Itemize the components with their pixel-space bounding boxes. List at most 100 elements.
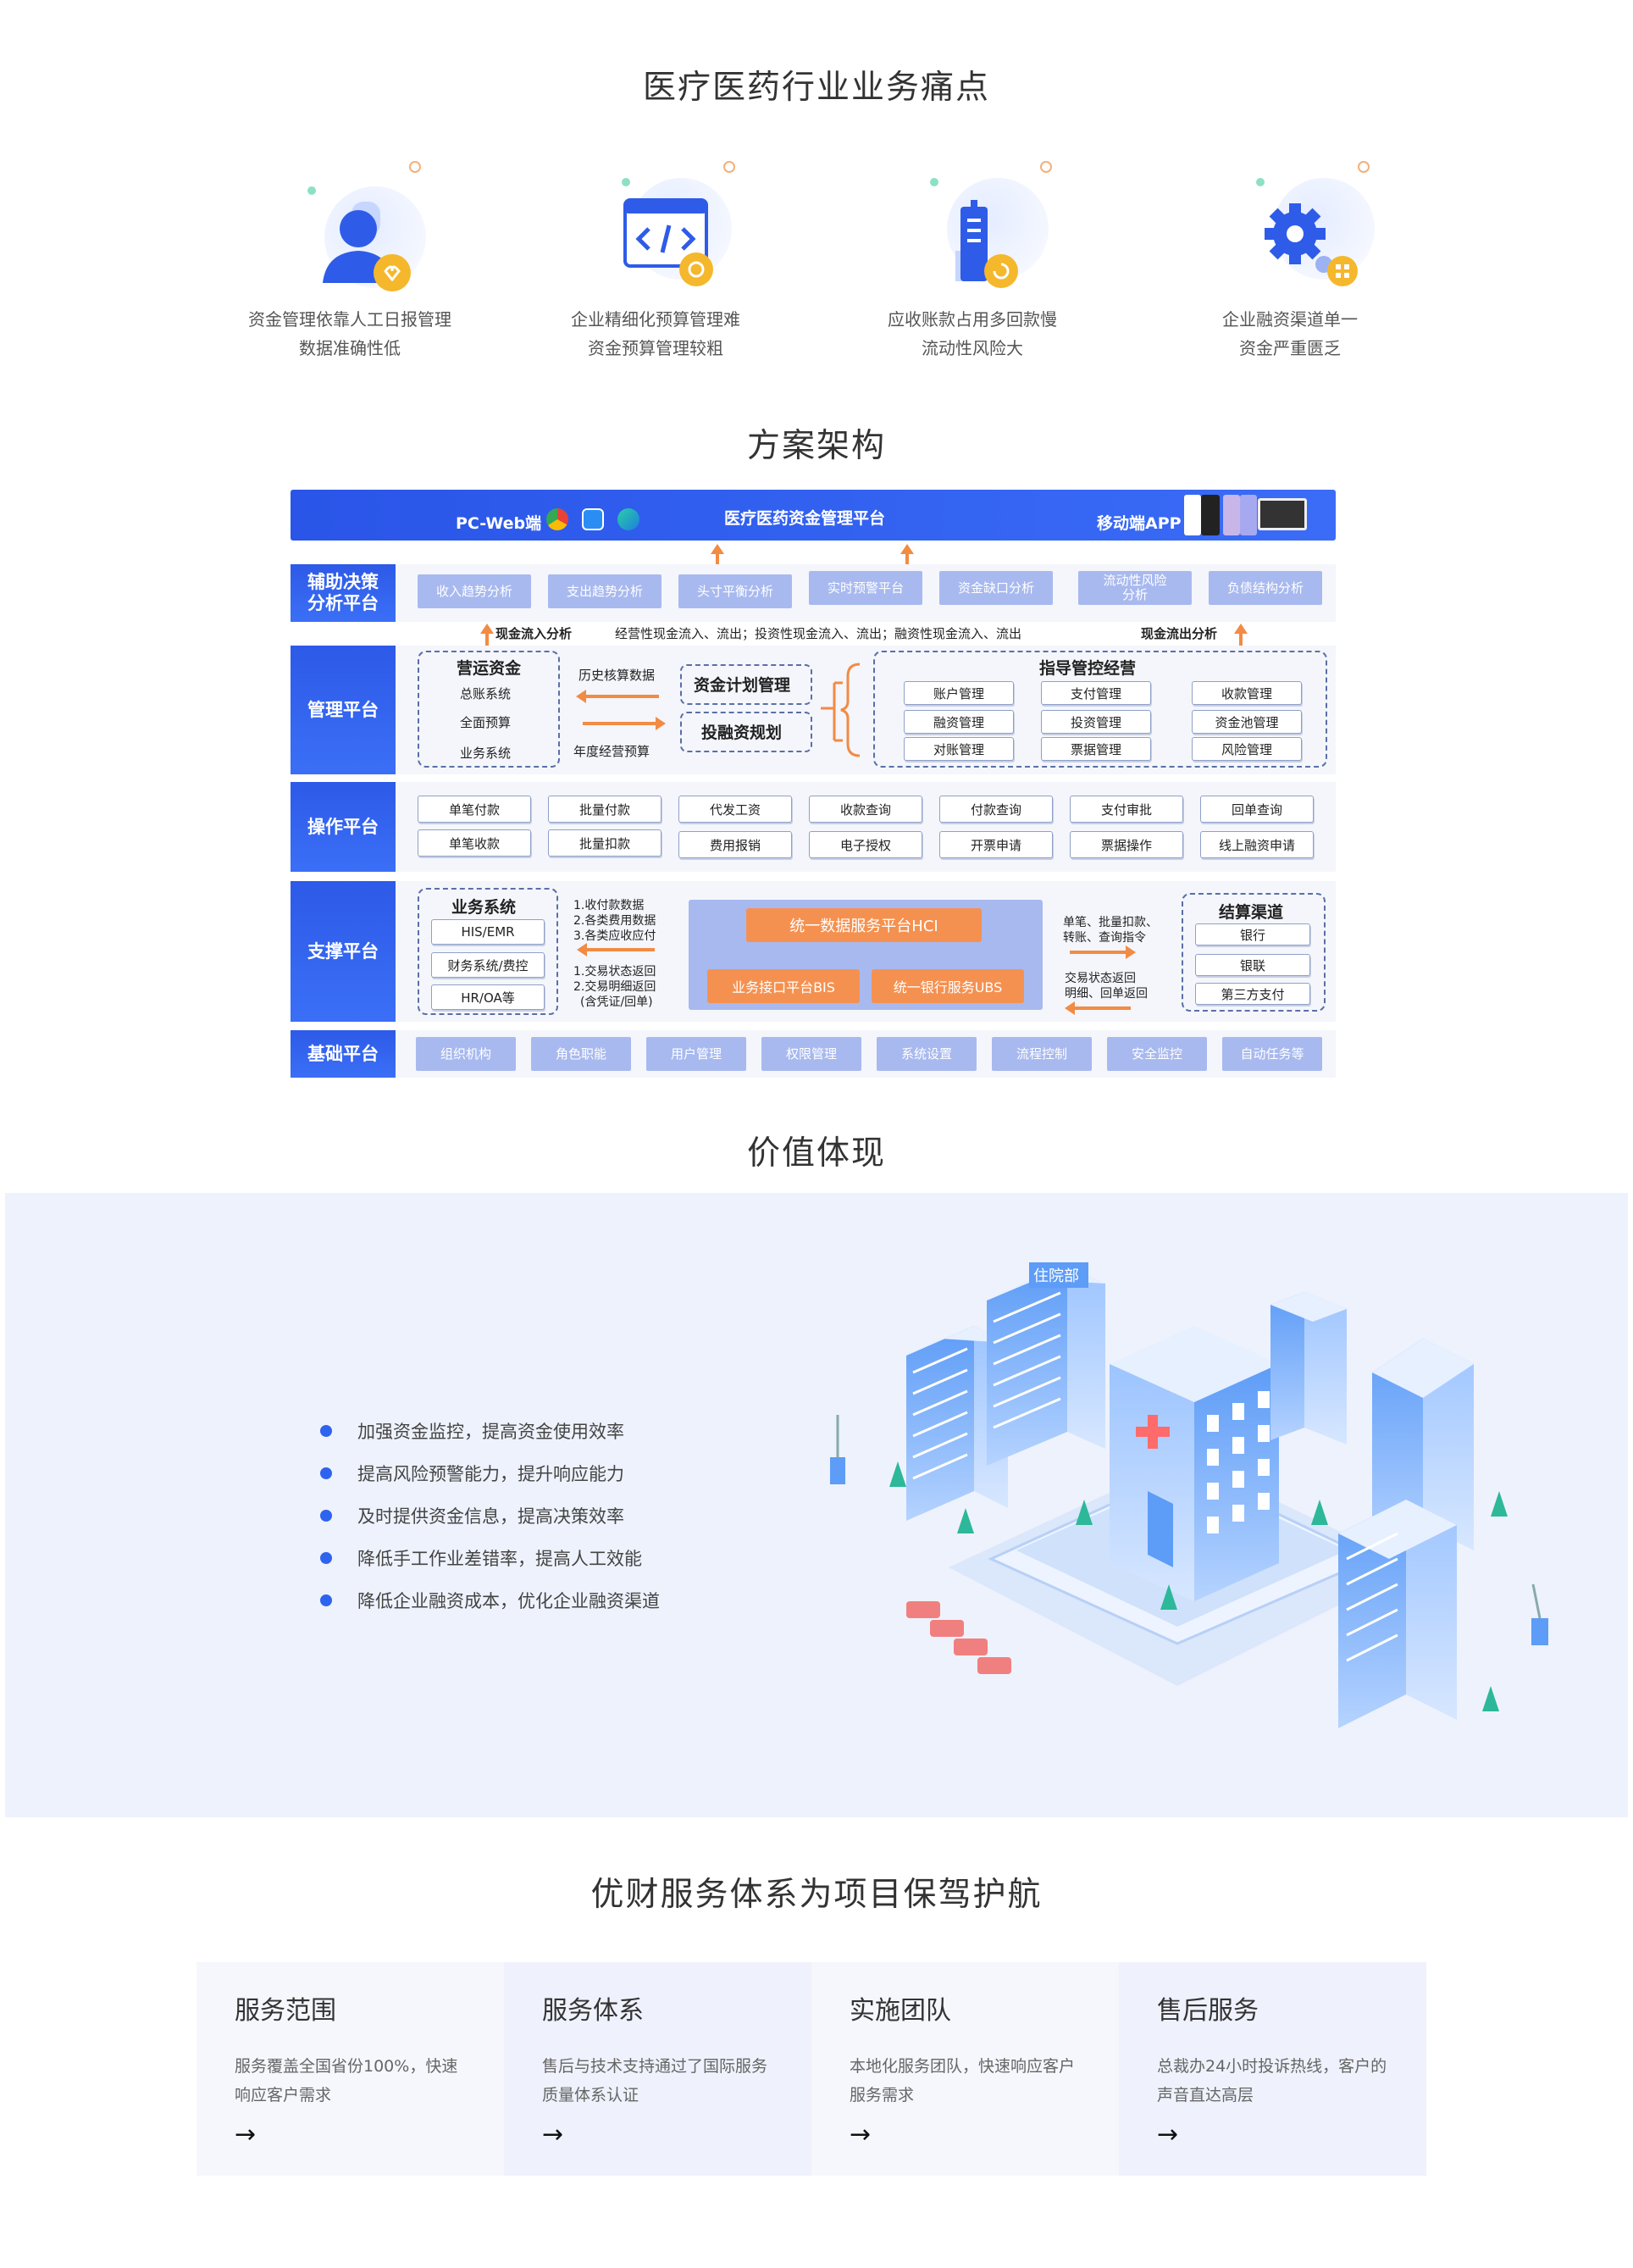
ops-item[interactable]: 单笔收款	[418, 829, 531, 857]
ops-item[interactable]: 支付审批	[1070, 796, 1183, 823]
arrow-right-icon[interactable]: →	[235, 2120, 257, 2149]
biz-system-item[interactable]: HIS/EMR	[431, 919, 545, 945]
cash-in-label: 现金流入分析	[495, 626, 573, 641]
support-left-text: 1.收付款数据	[573, 899, 645, 912]
service-card-title: 售后服务	[1157, 1996, 1259, 2026]
settlement-item[interactable]: 银联	[1195, 954, 1310, 976]
ubs-box[interactable]: 统一银行服务UBS	[872, 969, 1024, 1003]
aux-row: 辅助决策 分析平台 收入趋势分析 支出趋势分析 头寸平衡分析 实时预警平台 资金…	[291, 564, 1336, 622]
hospital-illustration: 住院部	[830, 1262, 1548, 1728]
cash-out-label: 现金流出分析	[1141, 626, 1218, 641]
value-title: 价值体现	[746, 1134, 886, 1173]
pain-point-2: 企业精细化预算管理难 资金预算管理较粗	[512, 161, 800, 363]
arrow-right-icon[interactable]: →	[1157, 2120, 1179, 2149]
safari-icon	[582, 508, 604, 530]
pain-point-1-line2: 数据准确性低	[299, 338, 401, 358]
ops-item[interactable]: 电子授权	[809, 831, 922, 858]
arrow-right-icon[interactable]: →	[850, 2120, 872, 2149]
guide-item[interactable]: 投资管理	[1041, 710, 1151, 734]
arrow-right-icon[interactable]: →	[542, 2120, 564, 2149]
biz-system-item[interactable]: HR/OA等	[431, 984, 545, 1010]
ops-item[interactable]: 费用报销	[678, 831, 792, 858]
pain-point-1: 资金管理依靠人工日报管理 数据准确性低	[206, 161, 494, 363]
base-item[interactable]: 权限管理	[761, 1037, 861, 1071]
base-row: 基础平台 组织机构 角色职能 用户管理 权限管理 系统设置 流程控制 安全监控 …	[291, 1030, 1336, 1078]
value-item: 降低手工作业差错率，提高人工效能	[320, 1545, 642, 1571]
ops-item[interactable]: 票据操作	[1070, 831, 1183, 858]
guide-item[interactable]: 资金池管理	[1192, 710, 1302, 734]
pain-point-3: 应收账款占用多回款慢 流动性风险大	[828, 161, 1116, 363]
service-card-scope[interactable]: 服务范围 服务覆盖全国省份100%，快速 响应客户需求 →	[197, 1962, 504, 2176]
guide-item[interactable]: 支付管理	[1041, 681, 1151, 705]
aux-item[interactable]: 实时预警平台	[809, 571, 922, 605]
arch-title: 方案架构	[746, 427, 886, 465]
value-item: 加强资金监控，提高资金使用效率	[320, 1418, 624, 1444]
hci-box[interactable]: 统一数据服务平台HCI	[746, 908, 982, 942]
ops-item[interactable]: 付款查询	[939, 796, 1053, 823]
settlement-box	[1182, 893, 1326, 1012]
battery-icon	[879, 161, 1066, 305]
aux-item[interactable]: 资金缺口分析	[939, 571, 1053, 605]
service-card-system[interactable]: 服务体系 售后与技术支持通过了国际服务 质量体系认证 →	[504, 1962, 811, 2176]
aux-item[interactable]: 收入趋势分析	[418, 574, 531, 608]
ops-item[interactable]: 线上融资申请	[1200, 831, 1314, 858]
bis-box[interactable]: 业务接口平台BIS	[707, 969, 860, 1003]
pain-point-2-line2: 资金预算管理较粗	[588, 338, 723, 358]
base-item[interactable]: 安全监控	[1107, 1037, 1207, 1071]
aux-item[interactable]: 流动性风险 分析	[1078, 571, 1192, 605]
support-left-text: (含凭证/回单)	[580, 995, 653, 1009]
value-item: 提高风险预警能力，提升响应能力	[320, 1461, 624, 1486]
settlement-item[interactable]: 银行	[1195, 923, 1310, 945]
mgmt-row: 管理平台 营运资金 总账系统 全面预算 业务系统 历史核算数据 年度经营预算 资…	[291, 646, 1336, 774]
ops-item[interactable]: 批量付款	[548, 796, 662, 823]
aux-item[interactable]: 负债结构分析	[1209, 571, 1322, 605]
support-row: 支撑平台 业务系统 HIS/EMR 财务系统/费控 HR/OA等 1.收付款数据…	[291, 881, 1336, 1022]
tablet-icon	[1258, 498, 1307, 530]
base-item[interactable]: 系统设置	[877, 1037, 977, 1071]
base-item[interactable]: 用户管理	[646, 1037, 746, 1071]
pain-point-2-line1: 企业精细化预算管理难	[571, 309, 740, 330]
biz-system-item[interactable]: 财务系统/费控	[431, 952, 545, 978]
service-card-after-sales[interactable]: 售后服务 总裁办24小时投诉热线，客户的 声音直达高层 →	[1119, 1962, 1426, 2176]
guide-item[interactable]: 融资管理	[904, 710, 1014, 734]
base-item[interactable]: 流程控制	[992, 1037, 1092, 1071]
base-item[interactable]: 组织机构	[416, 1037, 516, 1071]
support-right-text: 交易状态返回	[1065, 972, 1136, 985]
ops-item[interactable]: 单笔付款	[418, 796, 531, 823]
code-window-icon	[562, 161, 749, 305]
service-card-title: 实施团队	[850, 1996, 951, 2026]
mgmt-row-label: 管理平台	[291, 646, 396, 774]
settlement-item[interactable]: 第三方支付	[1195, 983, 1310, 1005]
pain-point-3-line1: 应收账款占用多回款慢	[888, 309, 1057, 330]
operating-item: 总账系统	[460, 686, 512, 701]
base-item[interactable]: 自动任务等	[1222, 1037, 1322, 1071]
operating-capital-title: 营运资金	[457, 659, 522, 678]
guide-item[interactable]: 收款管理	[1192, 681, 1302, 705]
aux-item[interactable]: 支出趋势分析	[548, 574, 662, 608]
ops-item[interactable]: 开票申请	[939, 831, 1053, 858]
cash-flow-desc: 经营性现金流入、流出；投资性现金流入、流出；融资性现金流入、流出	[615, 626, 1022, 641]
guide-control-box	[873, 651, 1327, 768]
base-item[interactable]: 角色职能	[531, 1037, 631, 1071]
chrome-icon	[546, 508, 568, 530]
ops-row-label: 操作平台	[291, 782, 396, 872]
service-card-team[interactable]: 实施团队 本地化服务团队，快速响应客户 服务需求 →	[811, 1962, 1119, 2176]
ops-item[interactable]: 收款查询	[809, 796, 922, 823]
guide-item[interactable]: 对账管理	[904, 737, 1014, 761]
pain-point-4-line2: 资金严重匮乏	[1239, 338, 1341, 358]
support-left-text: 1.交易状态返回	[573, 965, 656, 979]
ops-item[interactable]: 代发工资	[678, 796, 792, 823]
aux-item[interactable]: 头寸平衡分析	[678, 574, 792, 608]
edge-icon	[617, 508, 639, 530]
guide-item[interactable]: 风险管理	[1192, 737, 1302, 761]
guide-item[interactable]: 票据管理	[1041, 737, 1151, 761]
support-row-label: 支撑平台	[291, 881, 396, 1022]
ops-item[interactable]: 批量扣款	[548, 829, 662, 857]
service-card-title: 服务范围	[235, 1996, 336, 2026]
pain-point-3-line2: 流动性风险大	[922, 338, 1023, 358]
guide-item[interactable]: 账户管理	[904, 681, 1014, 705]
service-card-desc: 服务需求	[850, 2086, 915, 2104]
pain-point-4: 企业融资渠道单一 资金严重匮乏	[1146, 161, 1434, 363]
pain-point-1-line1: 资金管理依靠人工日报管理	[248, 309, 451, 330]
ops-item[interactable]: 回单查询	[1200, 796, 1314, 823]
